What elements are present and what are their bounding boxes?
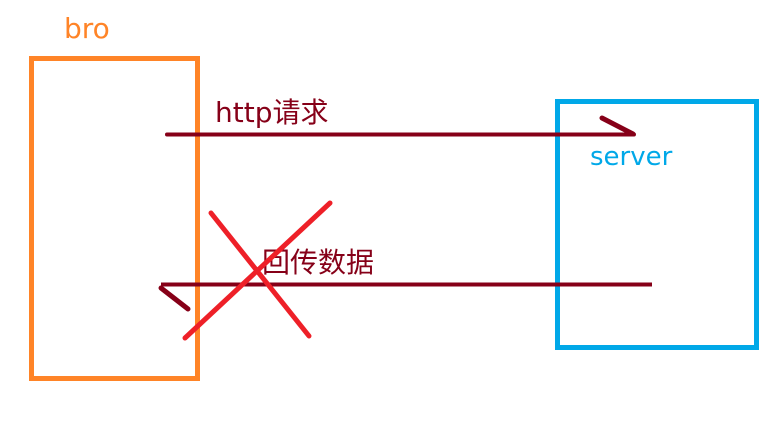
- browser-label: bro: [64, 12, 110, 45]
- browser-box: [29, 56, 200, 381]
- cross-out-icon: [182, 200, 333, 341]
- server-box: [555, 99, 759, 350]
- request-arrow: [165, 115, 636, 137]
- request-label: http请求: [215, 96, 328, 129]
- server-label: server: [590, 142, 673, 172]
- response-arrow: [158, 282, 652, 312]
- request-arrowhead: [599, 115, 636, 137]
- response-arrowhead: [158, 285, 191, 312]
